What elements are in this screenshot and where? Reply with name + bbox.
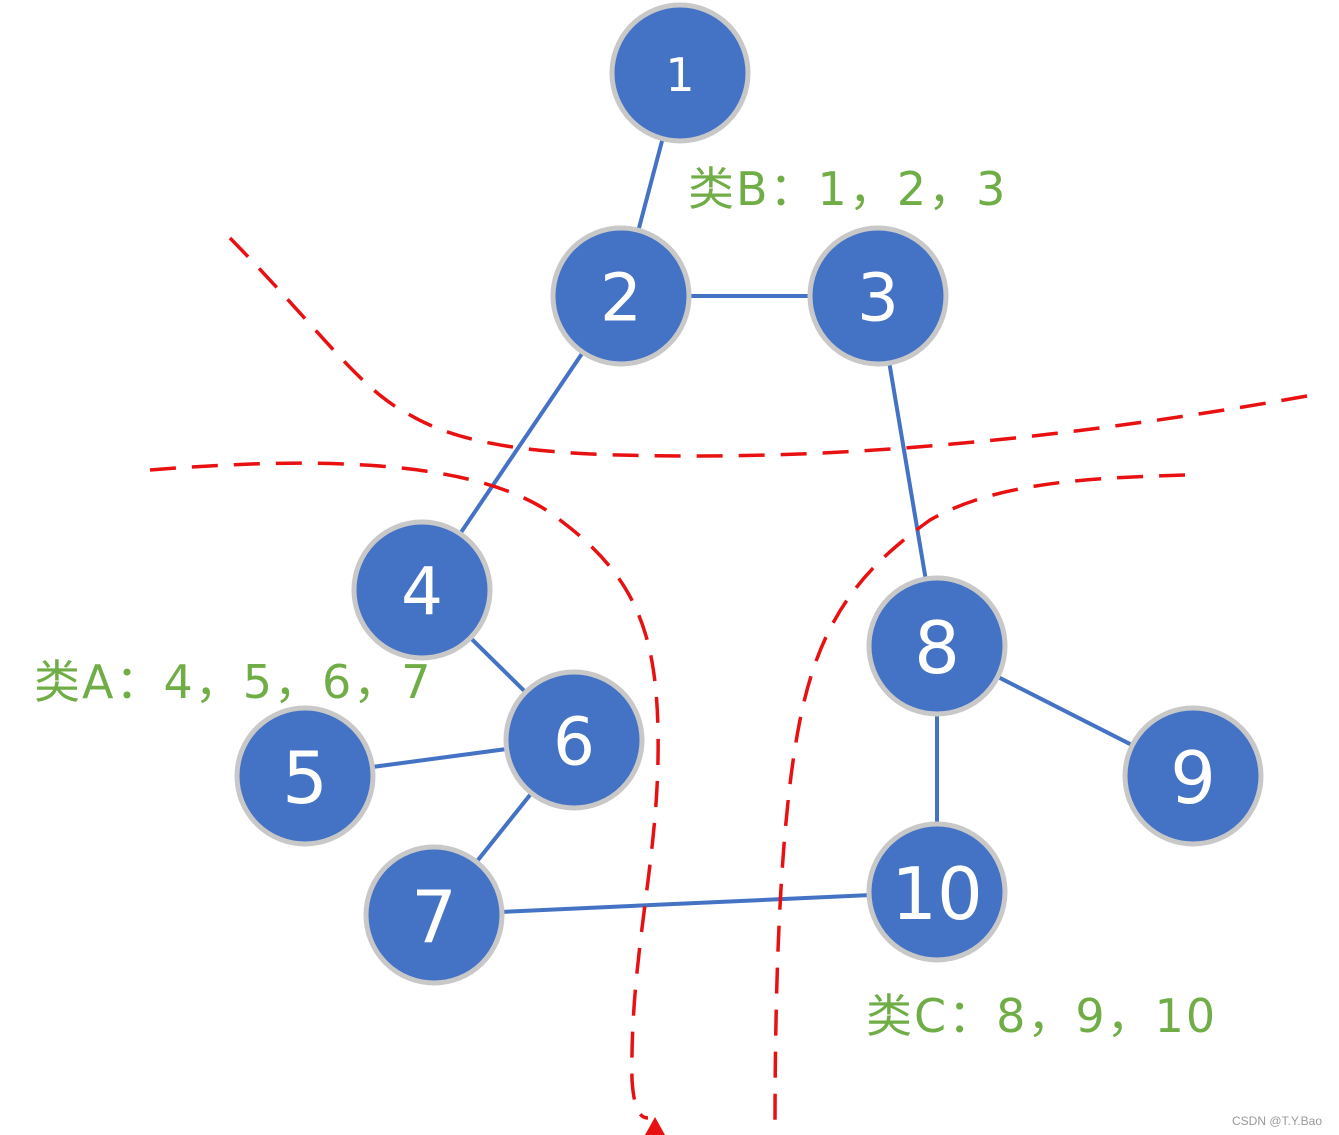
node-3: 3 [807,225,949,367]
watermark: CSDN @T.Y.Bao [1232,1114,1322,1128]
node-label: 3 [857,260,899,337]
cut-line-c-boundary [773,473,1186,1129]
node-10: 10 [866,821,1008,963]
node-label: 2 [600,260,642,337]
node-label: 10 [891,852,983,936]
nodes-layer: 1 2 3 4 5 6 7 8 9 10 [234,2,1264,986]
group-a-label: 类A：4，5，6，7 [34,655,433,709]
node-7: 7 [363,844,505,986]
cut-line-b-boundary [228,236,1319,458]
node-circle [866,821,1008,963]
node-9: 9 [1122,705,1264,847]
node-label: 1 [665,48,694,102]
node-1: 1 [609,2,751,144]
node-circle [866,575,1008,717]
node-label: 9 [1170,736,1216,820]
node-label: 5 [282,736,328,820]
edge-7-10 [433,890,938,917]
node-8: 8 [866,575,1008,717]
group-c-label: 类C：8，9，10 [866,989,1217,1043]
node-circle [807,225,949,367]
node-circle [503,669,645,811]
cut-line-arrowhead [645,1117,665,1135]
node-circle [234,705,376,847]
group-b-label: 类B：1，2，3 [688,162,1007,216]
node-6: 6 [503,669,645,811]
cut-line-a-boundary [149,461,660,1120]
node-2: 2 [550,225,692,367]
cut-lines-layer [149,236,1319,1135]
node-4: 4 [351,519,493,661]
node-circle [363,844,505,986]
node-circle [609,2,751,144]
node-label: 4 [401,554,443,631]
node-5: 5 [234,705,376,847]
node-label: 7 [411,875,457,959]
node-label: 6 [553,704,595,781]
node-circle [1122,705,1264,847]
node-circle [351,519,493,661]
node-label: 8 [914,606,960,690]
node-circle [550,225,692,367]
